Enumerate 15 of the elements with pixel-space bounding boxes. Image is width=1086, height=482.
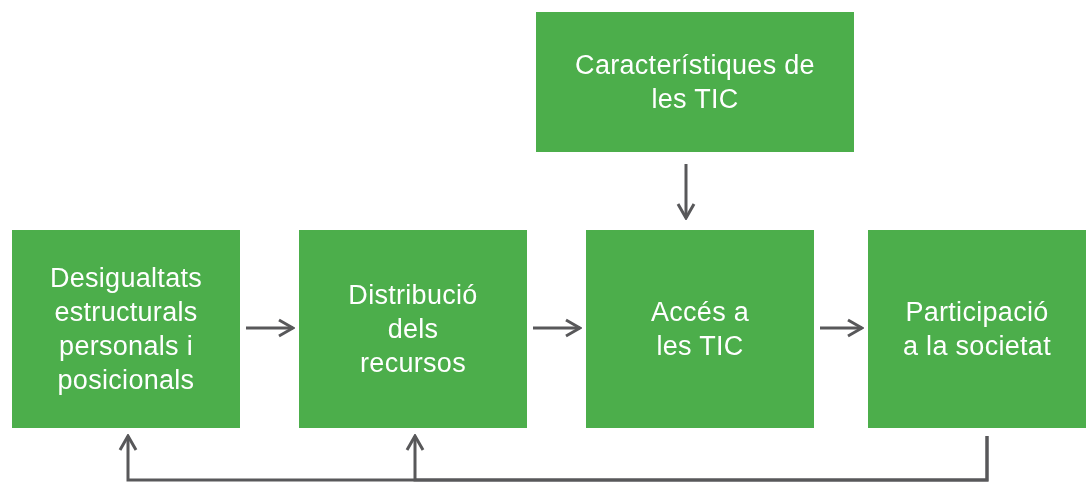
box-label: Accés a les TIC: [649, 296, 751, 363]
arrow: [246, 318, 295, 338]
box-label: Participació a la societat: [902, 296, 1052, 363]
arrow: [405, 434, 989, 482]
process-box: [536, 12, 854, 152]
process-box: [586, 230, 814, 428]
process-box: [868, 230, 1086, 428]
box-label: Característiques de les TIC: [574, 49, 816, 116]
box-label: Distribució dels recursos: [347, 279, 479, 380]
arrow: [820, 318, 864, 338]
process-box: [12, 230, 240, 428]
arrow: [533, 318, 582, 338]
process-box: [299, 230, 527, 428]
box-label: Desigualtats estructurals personals i posicionals: [48, 262, 204, 397]
arrow: [676, 164, 696, 220]
